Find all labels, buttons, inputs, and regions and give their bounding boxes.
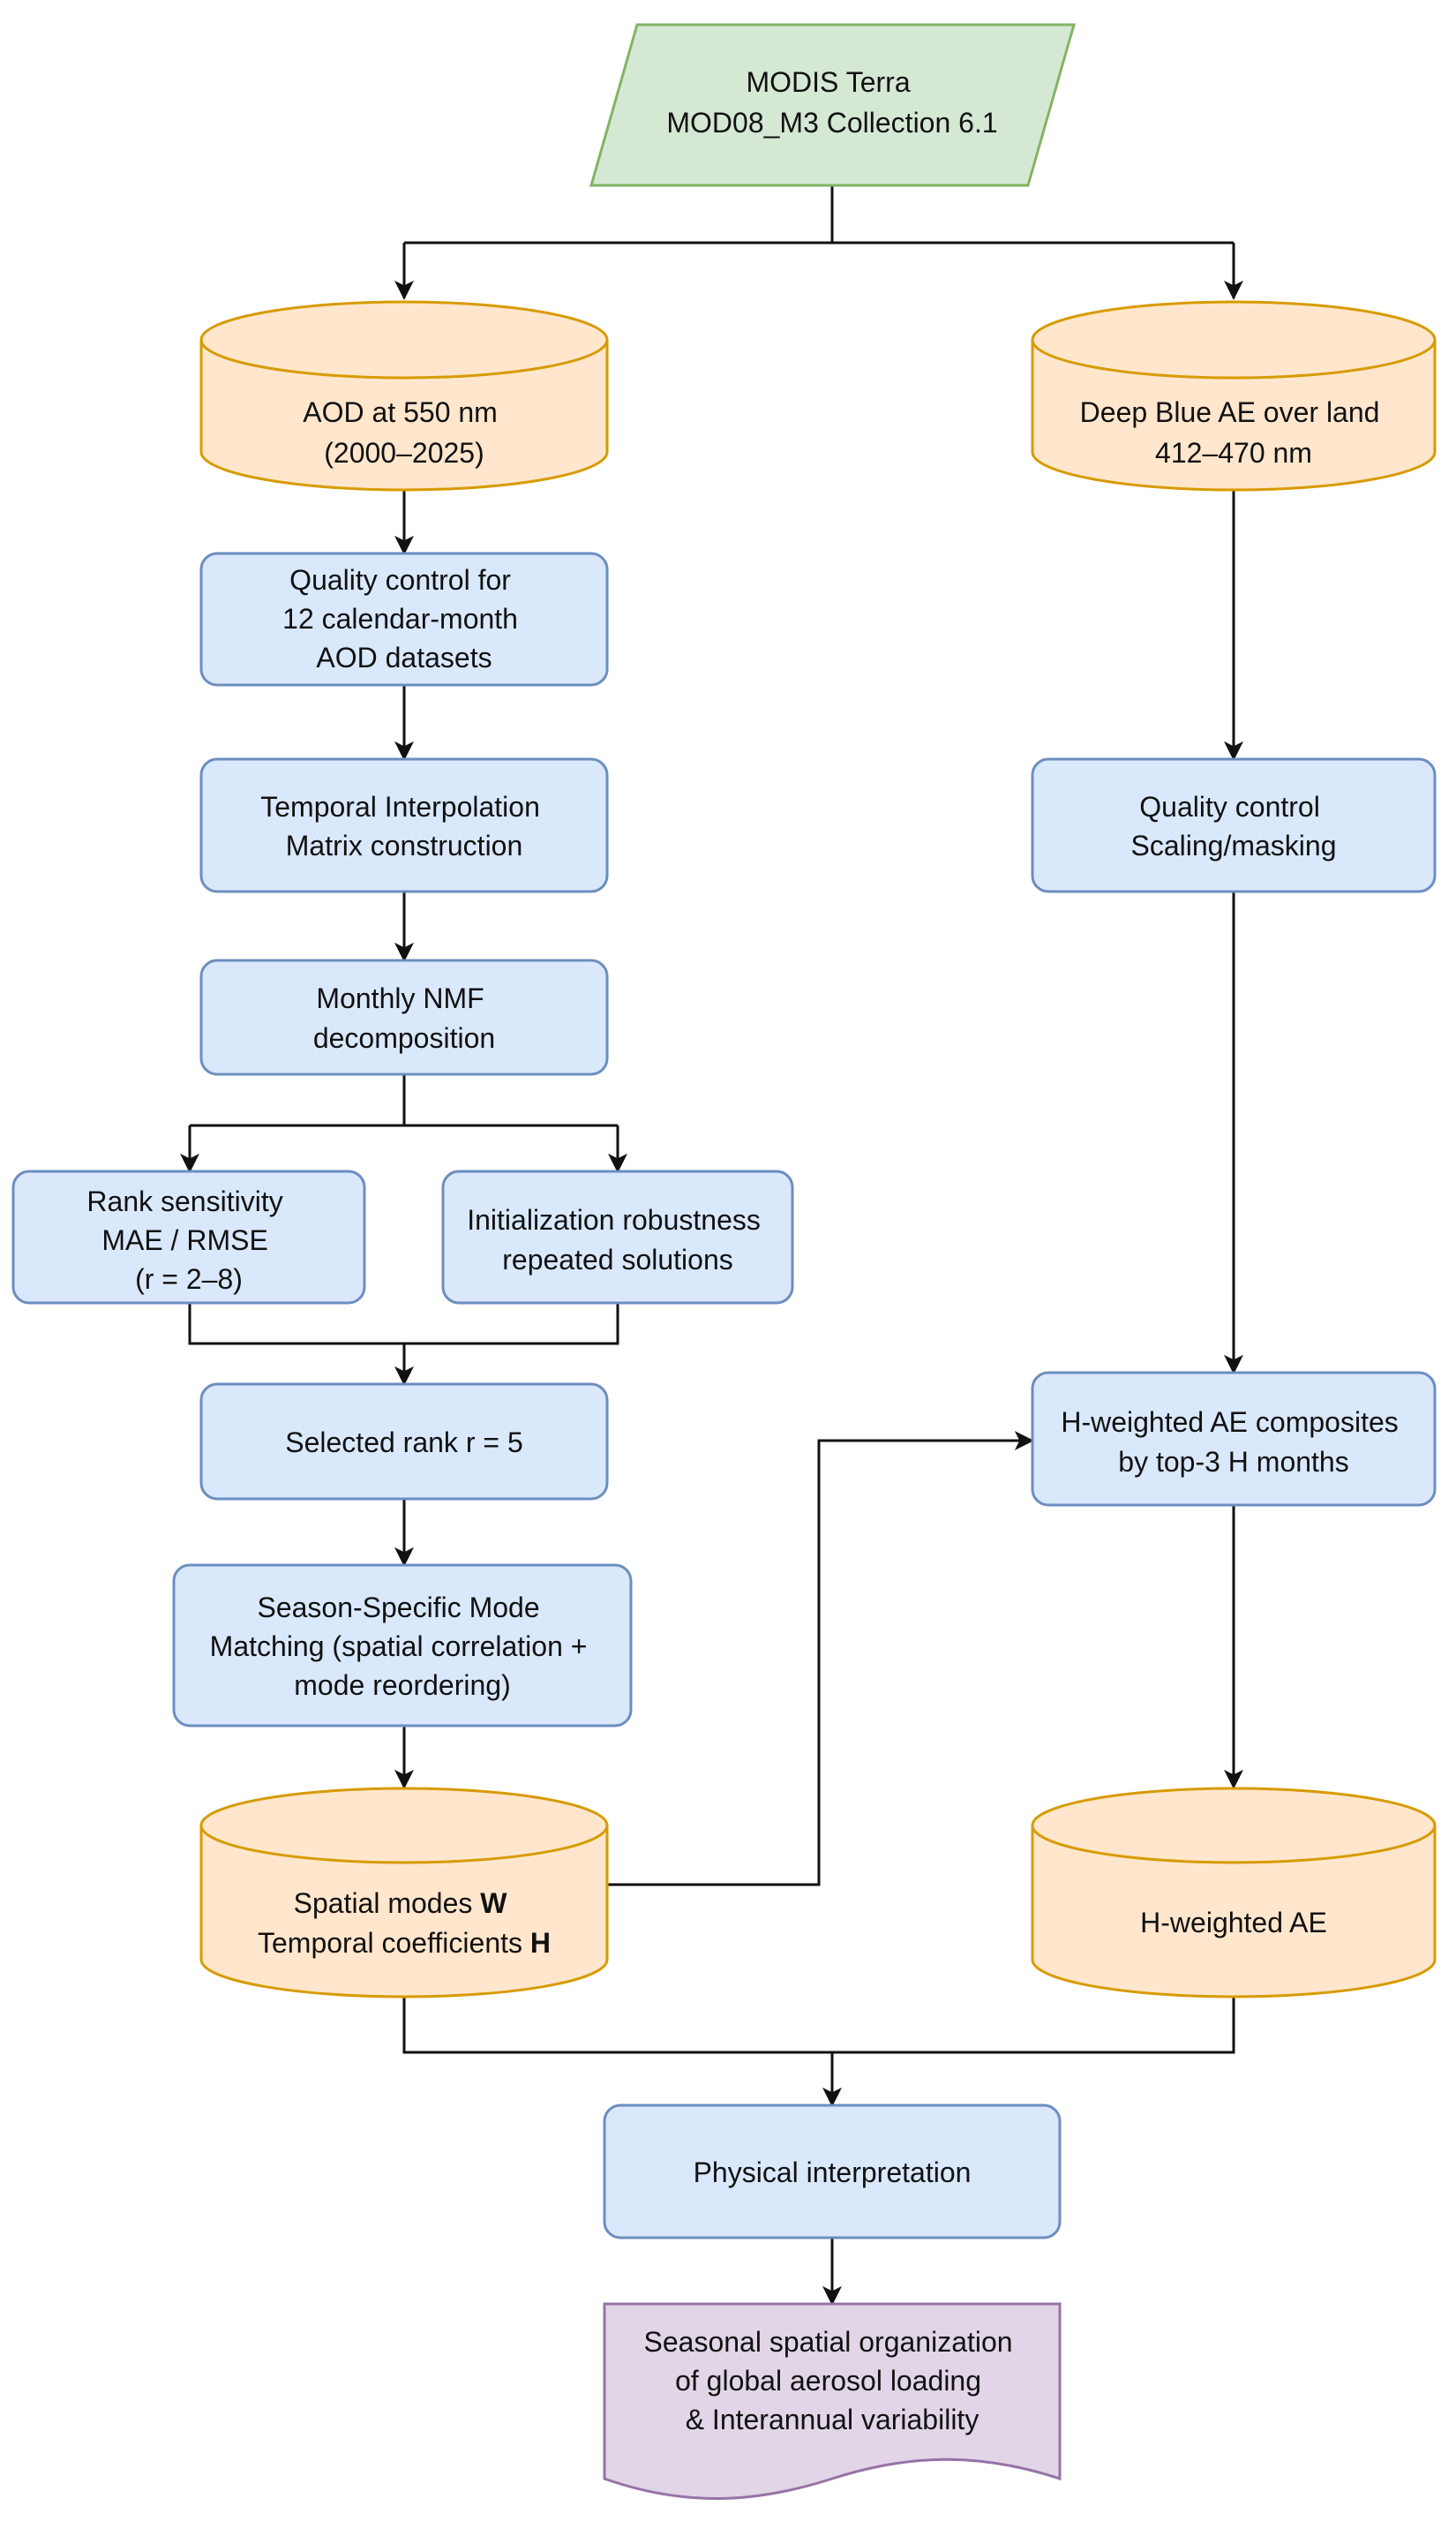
node-hw-composites-label: H-weighted AE composites by top-3 H mont… bbox=[1061, 1406, 1406, 1478]
node-physical: Physical interpretation bbox=[603, 2104, 1062, 2239]
node-hw-ae-label: H-weighted AE bbox=[1140, 1907, 1327, 1938]
node-season-matching: Season-Specific Mode Matching (spatial c… bbox=[172, 1563, 633, 1727]
node-modis-label: MODIS Terra MOD08_M3 Collection 6.1 bbox=[666, 66, 997, 139]
edge-merge-to-selected bbox=[188, 1303, 619, 1345]
node-season-matching-label: Season-Specific Mode Matching (spatial c… bbox=[210, 1592, 596, 1701]
node-temporal-label: Temporal Interpolation Matrix constructi… bbox=[260, 791, 548, 862]
node-nmf: Monthly NMF decomposition bbox=[199, 959, 609, 1076]
node-hw-composites: H-weighted AE composites by top-3 H mont… bbox=[1031, 1371, 1437, 1507]
node-selected-rank-label: Selected rank r = 5 bbox=[285, 1426, 522, 1458]
node-temporal: Temporal Interpolation Matrix constructi… bbox=[199, 757, 609, 893]
node-modes-label: Spatial modes W Temporal coefficients H bbox=[258, 1887, 551, 1959]
node-qc-ae-label: Quality control Scaling/masking bbox=[1131, 791, 1337, 862]
node-hw-ae-cylinder: H-weighted AE bbox=[1031, 1787, 1437, 1998]
node-qc-ae: Quality control Scaling/masking bbox=[1031, 757, 1437, 893]
edge-nmf-split bbox=[190, 1074, 618, 1127]
node-result-document: Seasonal spatial organization of global … bbox=[603, 2302, 1062, 2501]
node-physical-label: Physical interpretation bbox=[694, 2156, 972, 2188]
node-rank-sensitivity: Rank sensitivity MAE / RMSE (r = 2–8) bbox=[11, 1170, 366, 1305]
edge-modis-split bbox=[404, 185, 1234, 245]
edge-modes-to-composites bbox=[604, 1431, 1034, 1886]
node-result-label: Seasonal spatial organization of global … bbox=[644, 2326, 1021, 2435]
connectors bbox=[180, 185, 1243, 2306]
edge-bottom-merge bbox=[402, 1997, 1235, 2054]
node-rank-sensitivity-label: Rank sensitivity MAE / RMSE (r = 2–8) bbox=[86, 1185, 290, 1295]
node-deepblue-label: Deep Blue AE over land 412–470 nm bbox=[1080, 396, 1388, 469]
node-selected-rank: Selected rank r = 5 bbox=[199, 1382, 609, 1501]
node-qc-aod: Quality control for 12 calendar-month AO… bbox=[199, 552, 609, 687]
node-modes-cylinder: Spatial modes W Temporal coefficients H bbox=[199, 1787, 609, 1998]
node-init-robustness: Initialization robustness repeated solut… bbox=[441, 1170, 794, 1305]
node-qc-aod-label: Quality control for 12 calendar-month AO… bbox=[282, 564, 526, 674]
node-aod-label: AOD at 550 nm (2000–2025) bbox=[303, 396, 505, 469]
node-deepblue-cylinder: Deep Blue AE over land 412–470 nm bbox=[1031, 300, 1437, 492]
node-init-robustness-label: Initialization robustness repeated solut… bbox=[467, 1204, 769, 1276]
node-aod-cylinder: AOD at 550 nm (2000–2025) bbox=[199, 300, 609, 492]
node-modis: MODIS Terra MOD08_M3 Collection 6.1 bbox=[589, 23, 1076, 187]
node-nmf-label: Monthly NMF decomposition bbox=[313, 982, 495, 1054]
